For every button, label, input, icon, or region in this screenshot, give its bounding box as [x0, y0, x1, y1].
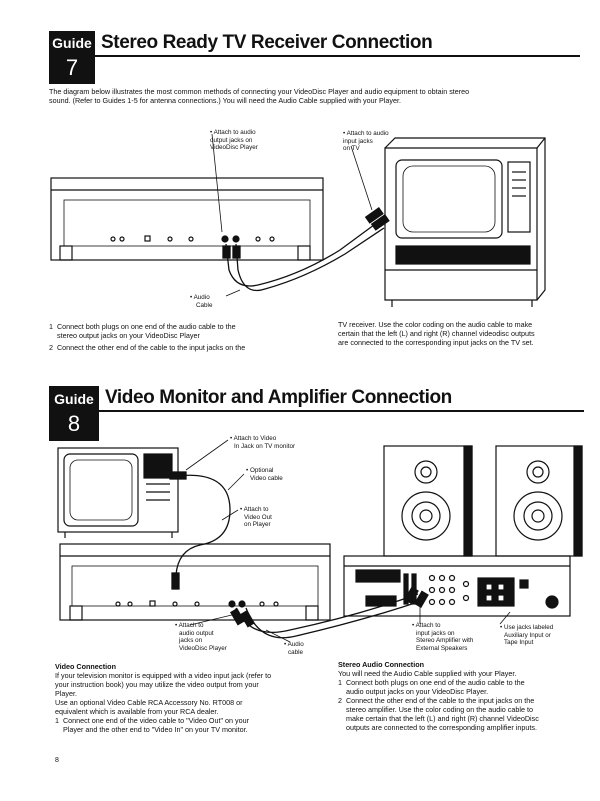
- callout-line: Stereo Amplifier with: [416, 637, 474, 645]
- callout-line: • Attach to: [240, 506, 269, 513]
- callout-player-audio-output: • Attach to audio output jacks on VideoD…: [210, 129, 258, 152]
- callout-audio-cable-2: • Audio cable: [284, 641, 304, 656]
- speaker-left-illustration: [383, 445, 473, 557]
- guide-8-number: 8: [67, 411, 81, 436]
- videodisc-player-illustration-2: [59, 543, 331, 621]
- video-connection-heading: Video Connection: [55, 662, 116, 671]
- guide-8-label: Guide: [54, 391, 94, 407]
- step-line: 1 Connect both plugs on one end of the a…: [49, 322, 236, 331]
- video-line: your instruction book) you may utilize t…: [55, 680, 259, 689]
- video-connection-section: Video Connection If your television moni…: [55, 662, 325, 734]
- callout-player-audio-output-2: • Attach to audio output jacks on VideoD…: [175, 622, 227, 652]
- guide-7-intro-line-2: sound. (Refer to Guides 1-5 for antenna …: [49, 96, 402, 105]
- callout-line: External Speakers: [416, 644, 468, 652]
- callout-line: input jacks on: [416, 629, 455, 637]
- guide-7-steps-left: 1 Connect both plugs on one end of the a…: [49, 322, 319, 352]
- callout-line: Auxiliary Input or: [504, 631, 551, 639]
- callout-line: • Attach to: [175, 622, 204, 629]
- callout-amplifier-input: • Attach to input jacks on Stereo Amplif…: [412, 622, 473, 652]
- guide-7-intro-line-1: The diagram below illustrates the most c…: [49, 87, 470, 96]
- callout-line: • Audio: [190, 294, 210, 301]
- callout-line: Cable: [196, 301, 213, 309]
- callout-line: on TV: [343, 145, 360, 153]
- callout-line: In Jack on TV monitor: [234, 442, 296, 450]
- guide-8-badge: Guide 8: [49, 386, 99, 441]
- guide-8-rule: [99, 410, 584, 412]
- callout-line: • Attach to: [412, 622, 441, 629]
- callout-line: • Use jacks labeled: [500, 624, 554, 631]
- page-number: 8: [55, 757, 59, 764]
- video-line: Player.: [55, 689, 77, 698]
- audio-line: make certain that the left (L) and right…: [338, 714, 539, 723]
- video-line: Player and the other end to "Video In" o…: [55, 725, 248, 734]
- video-line: If your television monitor is equipped w…: [55, 671, 272, 680]
- callout-line: • Attach to Video: [230, 435, 277, 442]
- callout-line: VideoDisc Player: [179, 644, 227, 652]
- audio-line: audio output jacks on your VideoDisc Pla…: [338, 687, 489, 696]
- audio-line: 1 Connect both plugs on one end of the a…: [338, 678, 525, 687]
- step-line: 2 Connect the other end of the cable to …: [49, 343, 246, 352]
- guide-7-badge: Guide 7: [49, 31, 95, 84]
- guide-7-rule: [95, 55, 580, 57]
- callout-line: input jacks: [343, 137, 373, 145]
- video-line: Use an optional Video Cable RCA Accessor…: [55, 698, 243, 707]
- stereo-amplifier-illustration: [343, 555, 571, 617]
- guide-7-steps-right: TV receiver. Use the color coding on the…: [338, 320, 588, 347]
- step-line: stereo output jacks on your VideoDisc Pl…: [49, 331, 200, 340]
- guide-8-title: Video Monitor and Amplifier Connection: [105, 387, 452, 408]
- callout-line: • Optional: [246, 467, 274, 474]
- audio-cable-illustration: [222, 207, 390, 292]
- tv-monitor-illustration: [57, 447, 179, 538]
- video-line: equivalent which is available from your …: [55, 707, 219, 716]
- callout-line: jacks on: [179, 637, 203, 645]
- callout-line: audio output: [179, 629, 214, 637]
- callout-line: cable: [288, 648, 304, 656]
- callout-video-in: • Attach to Video In Jack on TV monitor: [230, 435, 295, 450]
- callout-video-out: • Attach to Video Out on Player: [240, 506, 272, 529]
- tv-receiver-illustration: [384, 137, 546, 307]
- callout-optional-video-cable: • Optional Video cable: [246, 467, 283, 482]
- speaker-right-illustration: [495, 445, 583, 557]
- guide-7-number: 7: [65, 55, 79, 80]
- audio-line: outputs are connected to the correspondi…: [338, 723, 537, 732]
- callout-auxiliary-input: • Use jacks labeled Auxiliary Input or T…: [500, 624, 553, 647]
- callout-line: VideoDisc Player: [210, 144, 258, 152]
- video-line: 1 Connect one end of the video cable to …: [55, 716, 249, 725]
- callout-line: Video Out: [244, 513, 272, 521]
- audio-line: You will need the Audio Cable supplied w…: [338, 669, 517, 678]
- step-line: certain that the left (L) and right (R) …: [338, 329, 535, 338]
- callout-line: on Player: [244, 521, 271, 529]
- audio-line: 2 Connect the other end of the cable to …: [338, 696, 535, 705]
- callout-line: • Attach to audio: [343, 130, 389, 137]
- callout-line: • Audio: [284, 641, 304, 648]
- step-line: TV receiver. Use the color coding on the…: [338, 320, 533, 329]
- guide-7-title: Stereo Ready TV Receiver Connection: [101, 32, 433, 53]
- guide-7-label: Guide: [52, 35, 92, 51]
- callout-audio-cable: • Audio Cable: [190, 294, 212, 309]
- stereo-audio-connection-section: Stereo Audio Connection You will need th…: [338, 660, 593, 732]
- guide-7-intro: The diagram below illustrates the most c…: [49, 87, 589, 105]
- audio-cable-illustration-2: [230, 586, 429, 639]
- video-cable-illustration: [169, 471, 231, 590]
- callout-line: • Attach to audio: [210, 129, 256, 136]
- callout-line: Video cable: [250, 474, 283, 482]
- callout-line: output jacks on: [210, 136, 253, 144]
- step-line: are connected to the corresponding input…: [338, 338, 534, 347]
- callout-tv-audio-input: • Attach to audio input jacks on TV: [343, 130, 389, 153]
- callout-line: Tape Input: [504, 639, 534, 647]
- videodisc-player-illustration: [50, 177, 324, 261]
- audio-line: stereo amplifier. Use the color coding o…: [338, 705, 533, 714]
- stereo-audio-connection-heading: Stereo Audio Connection: [338, 660, 424, 669]
